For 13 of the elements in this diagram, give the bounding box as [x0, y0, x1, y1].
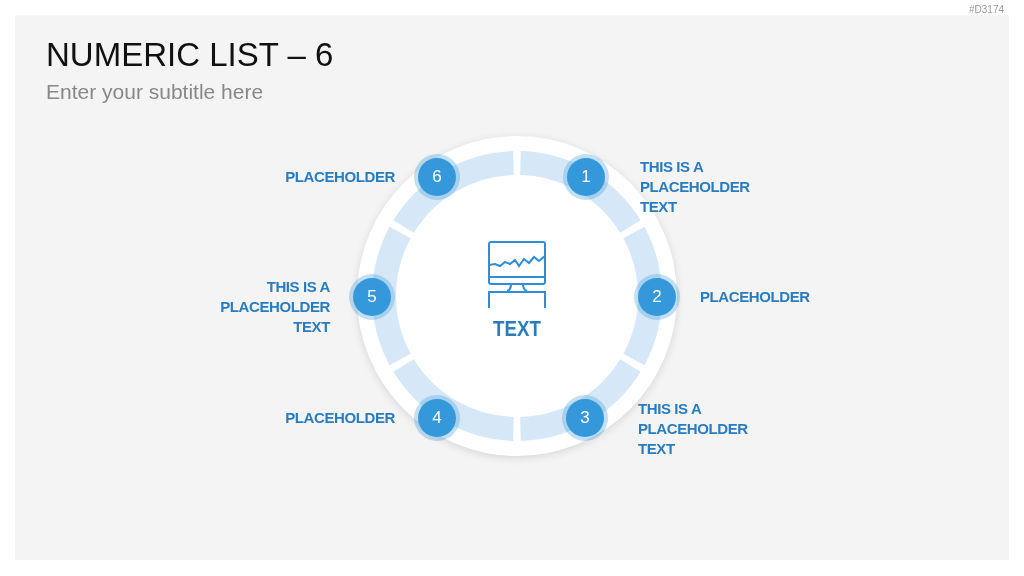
code-label: #D3174: [968, 4, 1004, 15]
item-label: THIS IS A PLACEHOLDER TEXT: [638, 399, 749, 459]
item-label: THIS IS A PLACEHOLDER TEXT: [640, 157, 751, 217]
item-label: THIS IS A PLACEHOLDER TEXT: [219, 277, 330, 337]
slide-title: NUMERIC LIST – 6: [46, 36, 334, 74]
item-label: PLACEHOLDER: [284, 167, 395, 187]
item-label: PLACEHOLDER: [700, 287, 811, 307]
item-label: PLACEHOLDER: [284, 408, 395, 428]
number-circle: 1: [567, 158, 605, 196]
number-circle: 2: [638, 278, 676, 316]
center-label: TEXT: [492, 316, 542, 342]
slide-subtitle: Enter your subtitle here: [46, 80, 264, 104]
number-circle: 3: [566, 399, 604, 437]
